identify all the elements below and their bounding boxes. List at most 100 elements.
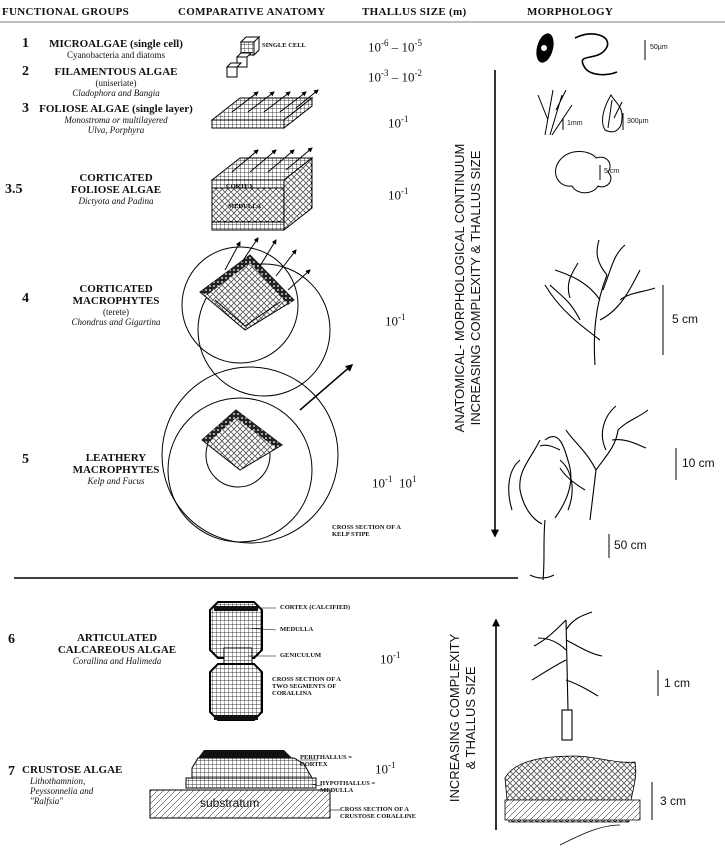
size-exponent: -1 <box>401 186 409 196</box>
size-exponent: 1 <box>412 474 417 484</box>
geniculum-label: GENICULUM <box>280 652 321 659</box>
thallus-size-corticated-macrophytes: 10-1 <box>385 312 406 329</box>
group-species: Kelp and Fucus <box>36 476 196 486</box>
header-thallus-size: THALLUS SIZE (m) <box>362 6 466 18</box>
thallus-size-crustose: 10-1 <box>375 760 396 777</box>
group-species: Ulva, Porphyra <box>36 125 196 135</box>
size-base: 10 <box>402 69 415 84</box>
scale-label: 5 cm <box>672 312 698 326</box>
group-species: Dictyota and Padina <box>36 196 196 206</box>
continuum-lower-line2: & THALLUS SIZE <box>463 628 479 808</box>
thallus-size-corticated-foliose: 10-1 <box>388 186 409 203</box>
size-base: 10 <box>368 69 381 84</box>
group-number: 7 <box>8 764 15 780</box>
size-exponent: -1 <box>388 760 396 770</box>
medulla-annotation: MEDULLA <box>280 626 313 633</box>
fucus-sketch <box>540 406 648 520</box>
cortex-label: CORTEX <box>226 183 254 190</box>
group-label-filamentous: FILAMENTOUS ALGAE (uniseriate) Cladophor… <box>36 66 196 98</box>
substratum-label: substratum <box>200 796 259 810</box>
group-name: ARTICULATED CALCAREOUS ALGAE <box>42 632 192 656</box>
size-exponent: -1 <box>398 312 406 322</box>
group-subtitle: Cyanobacteria and diatoms <box>36 50 196 60</box>
articulated-calcareous-drawing <box>210 602 276 720</box>
size-exponent: -6 <box>381 38 389 48</box>
group-name: LEATHERY MACROPHYTES <box>61 452 171 476</box>
scale-label: 10 cm <box>682 456 715 470</box>
crustose-section-label: CROSS SECTION OF A CRUSTOSE CORALLINE <box>340 806 430 820</box>
kelp-sketch <box>509 437 572 580</box>
two-segments-label: CROSS SECTION OF A TWO SEGMENTS OF CORAL… <box>272 676 350 697</box>
scale-label: 1mm <box>567 120 583 127</box>
size-base: 10 <box>388 187 401 202</box>
thallus-size-articulated-calcareous: 10-1 <box>380 650 401 667</box>
group-number: 2 <box>22 64 29 80</box>
size-exponent: -1 <box>401 114 409 124</box>
filament-drawing <box>227 53 251 77</box>
group-name: CORTICATED FOLIOSE ALGAE <box>61 172 171 196</box>
group-name: CRUSTOSE ALGAE <box>22 764 142 776</box>
cortex-calcified-label: CORTEX (CALCIFIED) <box>280 604 350 611</box>
group-label-crustose: CRUSTOSE ALGAE Lithothamnion, Peyssonnel… <box>22 764 142 806</box>
group-number: 4 <box>22 291 29 307</box>
group-subtitle: Monostroma or multilayered <box>36 115 196 125</box>
group-number: 1 <box>22 36 29 52</box>
size-base: 10 <box>372 475 385 490</box>
kelp-stipe-label: CROSS SECTION OF A KELP STIPE <box>332 524 402 538</box>
crustose-sketch <box>505 756 640 845</box>
continuum-label-upper: ANATOMICAL- MORPHOLOGICAL CONTINUUM INCR… <box>452 88 488 488</box>
group-name: CORTICATED MACROPHYTES <box>61 283 171 307</box>
scale-label: 300µm <box>627 118 649 125</box>
size-exponent: -3 <box>381 68 389 78</box>
scale-label: 3 cm <box>660 794 686 808</box>
size-base: 10 <box>402 39 415 54</box>
group-label-corticated-macrophytes: CORTICATED MACROPHYTES (terete) Chondrus… <box>36 283 196 327</box>
group-species: Chondrus and Gigartina <box>36 317 196 327</box>
group-label-foliose: FOLIOSE ALGAE (single layer) Monostroma … <box>36 103 196 135</box>
group-number: 6 <box>8 632 15 648</box>
group-number: 5 <box>22 452 29 468</box>
scale-label: 50 cm <box>614 538 647 552</box>
continuum-label-lower: INCREASING COMPLEXITY & THALLUS SIZE <box>447 628 483 808</box>
group-label-leathery-macrophytes: LEATHERY MACROPHYTES Kelp and Fucus <box>36 452 196 486</box>
medulla-label: MEDULLA <box>228 203 261 210</box>
chondrus-sketch <box>545 240 655 365</box>
group-name: FILAMENTOUS ALGAE <box>36 66 196 78</box>
filament-sketch <box>575 34 617 75</box>
scale-label: 1 cm <box>664 676 690 690</box>
size-base: 10 <box>380 651 393 666</box>
header-functional-groups: FUNCTIONAL GROUPS <box>2 6 129 18</box>
perithallus-label: PERITHALLUS = CORTEX <box>300 754 360 768</box>
continuum-upper-line2: INCREASING COMPLEXITY & THALLUS SIZE <box>468 88 484 488</box>
continuum-upper-line1: ANATOMICAL- MORPHOLOGICAL CONTINUUM <box>452 88 468 488</box>
single-cell-label: SINGLE CELL <box>262 42 306 49</box>
header-morphology: MORPHOLOGY <box>527 6 613 18</box>
group-label-microalgae: MICROALGAE (single cell) Cyanobacteria a… <box>36 38 196 60</box>
header-comparative-anatomy: COMPARATIVE ANATOMY <box>178 6 326 18</box>
scale-label: 5 cm <box>604 168 619 175</box>
group-species: Lithothamnion, Peyssonnelia and "Ralfsia… <box>22 776 120 806</box>
corticated-foliose-sketch <box>556 152 611 193</box>
size-base: 10 <box>399 475 412 490</box>
group-species: Cladophora and Bangia <box>36 88 196 98</box>
foliose-sketch <box>538 90 622 135</box>
group-number: 3.5 <box>5 182 23 198</box>
corallina-sketch <box>532 612 602 740</box>
continuum-lower-line1: INCREASING COMPLEXITY <box>447 628 463 808</box>
size-base: 10 <box>388 115 401 130</box>
size-base: 10 <box>375 761 388 776</box>
group-label-corticated-foliose: CORTICATED FOLIOSE ALGAE Dictyota and Pa… <box>36 172 196 206</box>
thallus-size-foliose: 10-1 <box>388 114 409 131</box>
size-exponent: -1 <box>385 474 393 484</box>
size-base: 10 <box>385 313 398 328</box>
corticated-macrophyte-drawing <box>182 238 330 396</box>
hypothallus-label: HYPOTHALLUS = MEDULLA <box>320 780 380 794</box>
size-exponent: -1 <box>393 650 401 660</box>
thallus-size-filamentous: 10-3 – 10-2 <box>368 68 422 85</box>
group-subtitle: (uniseriate) <box>36 78 196 88</box>
size-exponent: -5 <box>415 38 423 48</box>
group-number: 3 <box>22 101 29 117</box>
scale-label: 50µm <box>650 44 668 51</box>
group-name: MICROALGAE (single cell) <box>36 38 196 50</box>
group-subtitle: (terete) <box>36 307 196 317</box>
